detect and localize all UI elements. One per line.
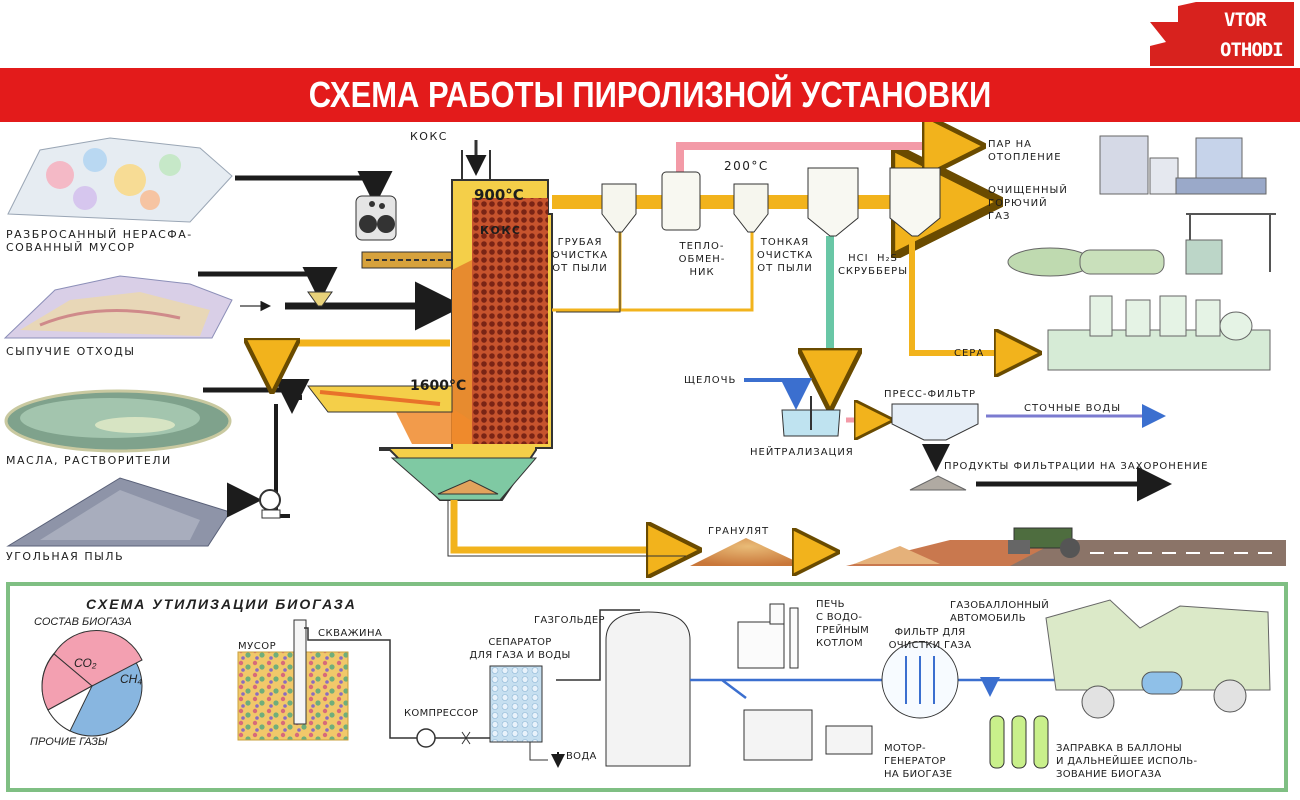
granulate-pile	[690, 538, 806, 566]
boiler-furnace-image	[737, 603, 799, 669]
gas-vehicle-label: ГАЗОБАЛЛОННЫЙ АВТОМОБИЛЬ	[950, 600, 1050, 624]
granulate-pipe	[450, 500, 688, 550]
granulate-label: ГРАНУЛЯТ	[708, 526, 770, 537]
oil-return-pipe	[272, 343, 450, 380]
coal-dust-pile-image	[6, 477, 231, 547]
alkali-arrow	[744, 378, 812, 410]
motor-generator-label: МОТОР- ГЕНЕРАТОР НА БИОГАЗЕ	[884, 743, 953, 780]
power-plant-image	[1007, 213, 1276, 277]
input-label-oils: МАСЛА, РАСТВОРИТЕЛИ	[6, 454, 172, 467]
fine-cleaning-cyclone	[733, 183, 769, 233]
granulate-outline	[447, 500, 686, 557]
fine-cleaning-label: ТОНКАЯ ОЧИСТКА ОТ ПЫЛИ	[756, 237, 814, 274]
top-temperature: 900°С	[474, 186, 524, 204]
cylinders-label: ЗАПРАВКА В БАЛЛОНЫ И ДАЛЬНЕЙШЕЕ ИСПОЛЬ- …	[1056, 743, 1198, 780]
roller-tractor-image	[1008, 527, 1080, 558]
water-label: ВОДА	[566, 751, 597, 762]
dust-return-outline	[556, 226, 621, 313]
coke-input-label: КОКС	[410, 130, 448, 143]
input-label-mixed-waste: РАЗБРОСАННЫЙ НЕРАСФА- СОВАННЫЙ МУСОР	[6, 228, 193, 254]
coarse-cleaning-label: ГРУБАЯ ОЧИСТКА ОТ ПЫЛИ	[551, 237, 609, 274]
sulfur-pipe	[909, 236, 1030, 353]
gas-filter-label: ФИЛЬТР ДЛЯ ОЧИСТКИ ГАЗА	[888, 627, 972, 651]
steam-pipe	[676, 146, 970, 178]
input-label-coal-dust: УГОЛЬНАЯ ПЫЛЬ	[6, 550, 125, 563]
filter-sediment-pile	[909, 475, 967, 491]
wastewater-label: СТОЧНЫЕ ВОДЫ	[1024, 403, 1122, 414]
bottom-temperature: 1600°С	[410, 378, 467, 394]
h2s-scrubber	[889, 167, 941, 237]
compressor-label: КОМПРЕССОР	[404, 708, 479, 719]
filtration-products-label: ПРОДУКТЫ ФИЛЬТРАЦИИ НА ЗАХОРОНЕНИЕ	[944, 461, 1209, 472]
garbage-label: МУСОР	[238, 641, 277, 652]
hcl-scrubber	[807, 167, 859, 237]
ch4-label: СН₄	[120, 672, 143, 686]
biogas-composition-title: СОСТАВ БИОГАЗА	[34, 616, 132, 628]
well-label: СКВАЖИНА	[318, 628, 383, 639]
gasholder-tank	[605, 611, 691, 767]
city-buildings-image	[1099, 135, 1267, 195]
hopper-image	[307, 291, 333, 307]
coarse-cleaning-cyclone	[601, 183, 637, 233]
biogas-panel-title: СХЕМА УТИЛИЗАЦИИ БИОГАЗА	[86, 596, 357, 612]
gas-cylinders-image	[989, 715, 1049, 769]
bulk-waste-pile-image	[3, 275, 233, 339]
furnace-label: ПЕЧЬ С ВОДО- ГРЕЙНЫМ КОТЛОМ	[816, 599, 869, 649]
neutralization-label: НЕЙТРАЛИЗАЦИЯ	[750, 447, 854, 458]
pyrolysis-reactor	[306, 140, 553, 501]
motor-generator-image	[743, 709, 873, 761]
heat-exchanger	[661, 171, 701, 231]
heat-exchanger-temp: 200°С	[724, 159, 769, 173]
chemical-plant-image	[1047, 295, 1271, 371]
biogas-composition-pie	[41, 630, 143, 737]
separator-tank	[489, 665, 565, 768]
scrubbers-label: HCI H₂S СКРУББЕРЫ	[837, 253, 909, 277]
vtor-othodi-logo	[1150, 2, 1294, 66]
steam-label: ПАР НА ОТОПЛЕНИЕ	[988, 139, 1062, 163]
clean-gas-label: ОЧИЩЕННЫЙ ГОРЮЧИЙ ГАЗ	[988, 185, 1068, 222]
title-banner	[0, 68, 1300, 122]
pump-image	[259, 489, 281, 519]
shredder-image	[355, 195, 459, 269]
gas-filter-image	[881, 641, 959, 719]
separator-label: СЕПАРАТОР ДЛЯ ГАЗА И ВОДЫ	[469, 637, 571, 661]
compressor-image	[416, 728, 471, 748]
heat-exchanger-label: ТЕПЛО- ОБМЕН- НИК	[678, 241, 726, 278]
logo-line-2: OTHODI	[1220, 39, 1284, 61]
input-label-bulk-waste: СЫПУЧИЕ ОТХОДЫ	[6, 345, 136, 358]
oil-pond-image	[4, 389, 232, 453]
page-title: СХЕМА РАБОТЫ ПИРОЛИЗНОЙ УСТАНОВКИ	[308, 74, 992, 115]
neutralizer-tank	[781, 396, 841, 437]
gas-truck-image	[1045, 599, 1271, 719]
press-filter-label: ПРЕСС-ФИЛЬТР	[884, 389, 977, 400]
sulfur-label: СЕРА	[954, 348, 985, 359]
co2-label: СО₂	[74, 656, 97, 670]
logo-line-1: VTOR	[1224, 9, 1267, 31]
gasholder-label: ГАЗГОЛЬДЕР	[534, 615, 605, 626]
landfill-image	[237, 619, 349, 741]
alkali-label: ЩЕЛОЧЬ	[684, 375, 737, 386]
other-gases-label: ПРОЧИЕ ГАЗЫ	[30, 736, 108, 748]
coke-label: КОКС	[480, 224, 522, 237]
press-filter	[891, 403, 979, 441]
mixed-waste-pile-image	[7, 137, 233, 223]
